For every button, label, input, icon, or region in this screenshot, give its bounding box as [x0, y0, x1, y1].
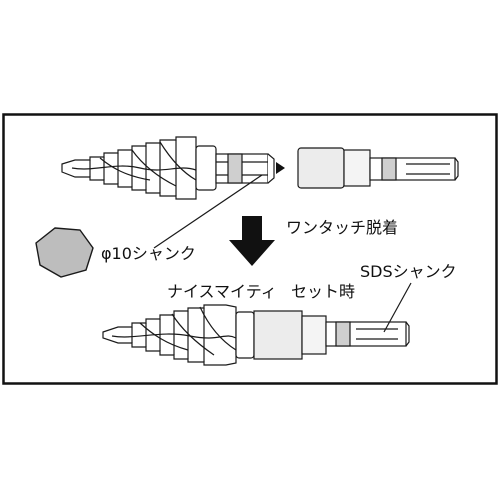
insert-arrow: [276, 162, 285, 174]
step-drill-top: [61, 136, 275, 200]
shank-cross-section: [35, 227, 94, 278]
sds-shank-leader: [383, 282, 412, 333]
step-drill-assembled: [102, 304, 410, 366]
phi-shank-leader: [153, 174, 263, 249]
sds-shank-label: SDSシャンク: [360, 262, 457, 281]
nice-mighty-label: ナイスマイティ: [167, 282, 277, 301]
one-touch-label: ワンタッチ脱着: [286, 218, 399, 237]
set-time-label: セット時: [291, 282, 356, 301]
sds-adapter-top: [297, 147, 459, 189]
assemble-arrow-down: [229, 216, 275, 266]
phi-shank-label: φ10シャンク: [101, 244, 196, 263]
